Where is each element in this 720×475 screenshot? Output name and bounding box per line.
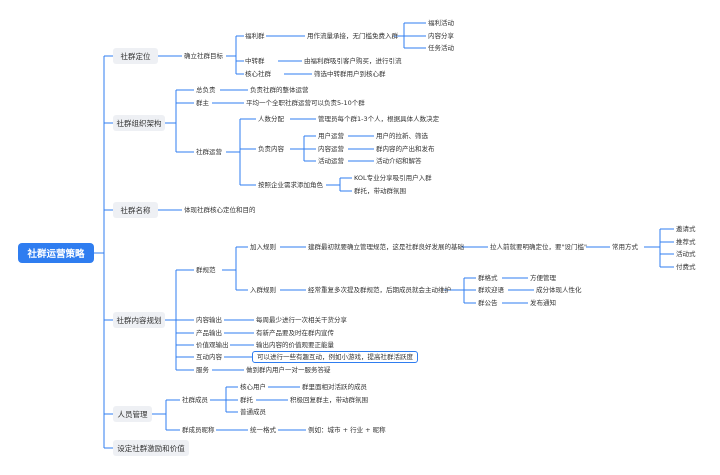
node-content-key[interactable]: 活动运营: [318, 157, 344, 165]
node-output-val-highlighted[interactable]: 可以进行一些有趣互动，例如小游戏，提高社群活跃度: [252, 351, 418, 363]
node-enter-key[interactable]: 群欢迎语: [478, 286, 504, 294]
node-welfare-desc[interactable]: 用作流量承接，无门槛免费入群: [307, 32, 398, 40]
node-content-key[interactable]: 内容运营: [318, 145, 344, 153]
node-naming[interactable]: 群成员昵称: [182, 426, 215, 434]
node-output-key[interactable]: 互动内容: [196, 353, 222, 361]
node-enter-val[interactable]: 发布通知: [530, 299, 556, 307]
node-core-desc[interactable]: 筛选中转群用户到核心群: [314, 70, 386, 78]
node-name-desc[interactable]: 体现社群核心定位和目的: [184, 206, 256, 214]
branch-incentive[interactable]: 设定社群激励和价值: [113, 440, 189, 456]
node-content-key[interactable]: 用户运营: [318, 132, 344, 140]
node-output-key[interactable]: 服务: [196, 366, 209, 374]
branch-members[interactable]: 人员管理: [113, 406, 152, 422]
node-member-key[interactable]: 普通成员: [240, 408, 266, 416]
node-output-val[interactable]: 输出内容的价值观要正能量: [256, 341, 334, 349]
node-output-key[interactable]: 内容输出: [196, 316, 222, 324]
node-staffing-desc[interactable]: 管理员每个群1-3个人，根据具体人数决定: [318, 115, 440, 123]
node-output-key[interactable]: 产品输出: [196, 329, 222, 337]
node-methods[interactable]: 常用方式: [612, 243, 638, 251]
node-welfare[interactable]: 福利群: [245, 32, 265, 40]
node-method-item[interactable]: 付费式: [676, 263, 696, 271]
node-output-val[interactable]: 做到群内用户一对一服务答疑: [246, 366, 331, 374]
node-output-key[interactable]: 价值观输出: [196, 341, 229, 349]
node-output-val[interactable]: 有新产品要及时在群内宣传: [256, 329, 334, 337]
node-core[interactable]: 核心社群: [245, 70, 271, 78]
node-roles-item[interactable]: KOL专业分享吸引用户入群: [354, 174, 432, 182]
node-goal[interactable]: 确立社群目标: [184, 52, 223, 60]
node-members[interactable]: 社群成员: [182, 396, 208, 404]
node-roles-item[interactable]: 群托，带动群氛围: [354, 187, 406, 195]
node-roles[interactable]: 按照企业需求添加角色: [258, 181, 323, 189]
node-output-val[interactable]: 每周最少进行一次相关干货分享: [256, 316, 347, 324]
node-transfer-desc[interactable]: 由福利群吸引客户购买，进行引流: [304, 57, 402, 65]
node-naming-example[interactable]: 例如：城市 + 行业 + 昵称: [308, 426, 386, 434]
root-node[interactable]: 社群运营策略: [18, 243, 94, 263]
node-naming-rule[interactable]: 统一格式: [250, 426, 276, 434]
node-transfer[interactable]: 中转群: [245, 57, 265, 65]
branch-positioning[interactable]: 社群定位: [113, 48, 158, 64]
node-member-val[interactable]: 积极回复群主，带动群氛围: [290, 396, 368, 404]
node-leader-desc[interactable]: 负责社群的整体运营: [250, 86, 309, 94]
branch-structure[interactable]: 社群组织架构: [113, 115, 165, 131]
node-method-item[interactable]: 邀请式: [676, 225, 696, 233]
node-ops[interactable]: 社群运营: [196, 148, 222, 156]
node-join-rules[interactable]: 加入规则: [250, 243, 276, 251]
node-content-val[interactable]: 群内容的产出和发布: [376, 145, 435, 153]
node-content-val[interactable]: 活动介绍和解答: [376, 157, 422, 165]
node-welfare-item[interactable]: 内容分享: [428, 32, 454, 40]
node-member-key[interactable]: 群托: [240, 396, 253, 404]
branch-content-plan[interactable]: 社群内容规划: [113, 312, 165, 328]
node-welfare-item[interactable]: 任务活动: [428, 44, 454, 52]
branch-name[interactable]: 社群名称: [113, 202, 158, 218]
node-staffing[interactable]: 人数分配: [258, 115, 284, 123]
node-enter-val[interactable]: 方便管理: [530, 274, 556, 282]
node-member-key[interactable]: 核心用户: [240, 383, 266, 391]
node-content[interactable]: 负责内容: [258, 145, 284, 153]
node-owner-desc[interactable]: 平均一个全职社群运营可以负责5-10个群: [246, 99, 365, 107]
node-method-item[interactable]: 推荐式: [676, 238, 696, 246]
node-enter-rules[interactable]: 入群规则: [250, 286, 276, 294]
node-enter-val[interactable]: 成分体现人性化: [536, 286, 582, 294]
node-enter-desc[interactable]: 经常重复多次提及群规范，后期成员就会主动维护: [308, 286, 451, 294]
node-join-desc[interactable]: 建群最初就要确立管理规范，这是社群良好发展的基础: [308, 243, 464, 251]
node-welfare-item[interactable]: 福利活动: [428, 19, 454, 27]
node-leader[interactable]: 总负责: [196, 86, 216, 94]
node-enter-key[interactable]: 群公告: [478, 299, 498, 307]
node-content-val[interactable]: 用户的拉新、筛选: [376, 132, 428, 140]
node-enter-key[interactable]: 群格式: [478, 274, 498, 282]
node-join-desc2[interactable]: 拉人前就要明确定位，要"设门槛": [490, 243, 587, 251]
node-method-item[interactable]: 活动式: [676, 250, 696, 258]
node-rules[interactable]: 群规范: [196, 266, 216, 274]
node-member-val[interactable]: 群里面相对活跃的成员: [302, 383, 367, 391]
node-owner[interactable]: 群主: [196, 99, 209, 107]
